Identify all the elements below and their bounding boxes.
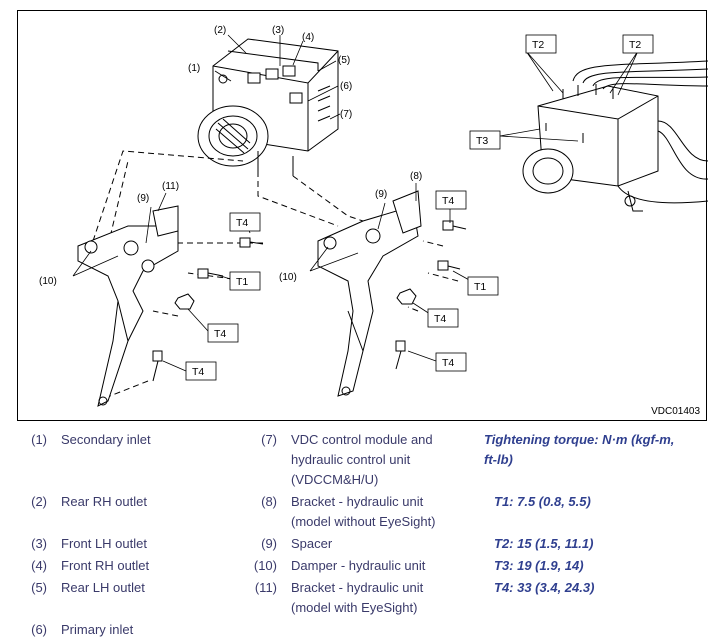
torque-boxes xyxy=(185,34,654,381)
exploded-diagram: T4 T1 T4 T4 T4 T1 T4 T4 T2 T2 T3 (1) (2)… xyxy=(17,10,708,421)
left-bracket xyxy=(77,205,179,407)
legend: (1) Secondary inlet (2) Rear RH outlet (… xyxy=(0,426,715,643)
figure-id: VDC01403 xyxy=(651,406,700,417)
callout-9: (9) xyxy=(137,193,149,204)
leader-lines xyxy=(72,34,639,372)
hydraulic-unit xyxy=(197,38,339,176)
legend-text: (model with EyeSight) xyxy=(291,600,418,615)
torque-tag: T4 xyxy=(236,217,248,229)
legend-num: (7) xyxy=(261,432,277,447)
legend-text: Front LH outlet xyxy=(61,536,147,551)
legend-text: Rear RH outlet xyxy=(61,494,147,509)
torque-tag: T4 xyxy=(434,313,446,325)
torque-t1: T1: 7.5 (0.8, 5.5) xyxy=(494,494,591,509)
legend-text: Front RH outlet xyxy=(61,558,150,573)
callout-10: (10) xyxy=(39,276,57,287)
callout-10: (10) xyxy=(279,272,297,283)
torque-tag: T1 xyxy=(474,281,486,293)
callout-2: (2) xyxy=(214,25,226,36)
legend-text: VDC control module and xyxy=(291,432,433,447)
legend-num: (6) xyxy=(31,622,47,637)
legend-text: Bracket - hydraulic unit xyxy=(291,494,424,509)
torque-heading: Tightening torque: N·m (kgf-m, xyxy=(484,432,675,447)
legend-num: (1) xyxy=(31,432,47,447)
legend-num: (10) xyxy=(253,558,277,573)
legend-num: (9) xyxy=(261,536,277,551)
legend-text: Spacer xyxy=(291,536,333,551)
callout-4: (4) xyxy=(302,32,314,43)
torque-tag: T3 xyxy=(476,135,488,147)
legend-num: (3) xyxy=(31,536,47,551)
legend-num: (11) xyxy=(254,580,277,595)
callout-5: (5) xyxy=(338,55,350,66)
callout-8: (8) xyxy=(410,171,422,182)
legend-text: Secondary inlet xyxy=(61,432,151,447)
callout-7: (7) xyxy=(340,109,352,120)
torque-tag: T4 xyxy=(442,357,454,369)
installed-unit-inset xyxy=(522,60,708,212)
legend-num: (2) xyxy=(31,494,47,509)
legend-num: (5) xyxy=(31,580,47,595)
fasteners xyxy=(152,220,467,382)
legend-text: (model without EyeSight) xyxy=(291,514,436,529)
diagram-drawing: T4 T1 T4 T4 T4 T1 T4 T4 T2 T2 T3 (1) (2)… xyxy=(39,25,708,407)
torque-tag: T1 xyxy=(236,276,248,288)
torque-tag-labels: T4 T1 T4 T4 T4 T1 T4 T4 T2 T2 T3 xyxy=(192,39,641,378)
callout-1: (1) xyxy=(188,63,200,74)
legend-text: Rear LH outlet xyxy=(61,580,145,595)
legend-num: (4) xyxy=(31,558,47,573)
torque-tag: T2 xyxy=(629,39,641,51)
torque-t2: T2: 15 (1.5, 11.1) xyxy=(494,536,594,551)
callout-3: (3) xyxy=(272,25,284,36)
legend-text: Bracket - hydraulic unit xyxy=(291,580,424,595)
torque-heading-cont: ft-lb) xyxy=(484,452,513,467)
callout-labels: (1) (2) (3) (4) (5) (6) (7) (8) (9) (9) … xyxy=(39,25,422,287)
legend-text: Primary inlet xyxy=(61,622,134,637)
callout-11: (11) xyxy=(162,181,179,192)
callout-6: (6) xyxy=(340,81,352,92)
legend-text: Damper - hydraulic unit xyxy=(291,558,426,573)
legend-text: hydraulic control unit xyxy=(291,452,411,467)
legend-text: (VDCCM&H/U) xyxy=(291,472,379,487)
torque-t3: T3: 19 (1.9, 14) xyxy=(494,558,584,573)
callout-9: (9) xyxy=(375,189,387,200)
torque-tag: T2 xyxy=(532,39,544,51)
torque-tag: T4 xyxy=(192,366,204,378)
torque-t4: T4: 33 (3.4, 24.3) xyxy=(494,580,595,595)
alignment-lines xyxy=(92,150,459,397)
right-bracket xyxy=(317,190,422,397)
torque-tag: T4 xyxy=(214,328,226,340)
torque-tag: T4 xyxy=(442,195,454,207)
legend-num: (8) xyxy=(261,494,277,509)
